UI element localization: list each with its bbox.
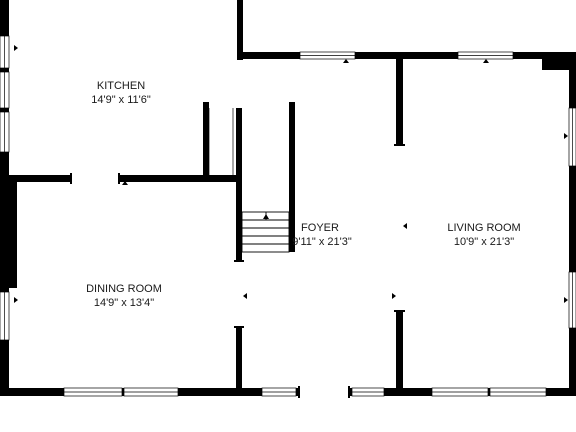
kitchen-dining-opening	[72, 175, 118, 182]
door-tick	[394, 144, 405, 146]
kitchen-name: KITCHEN	[97, 80, 145, 92]
kitchen-foyer-opening	[237, 60, 243, 104]
door-tick	[70, 173, 72, 184]
stair-arrow-icon	[263, 214, 269, 219]
dining-east-wall	[236, 104, 242, 396]
kitchen-dimensions: 14'9" x 11'6"	[91, 94, 151, 106]
door-tick	[234, 326, 244, 328]
closet-opening	[209, 102, 289, 108]
walls	[0, 0, 576, 396]
foyer-living-opening	[396, 146, 403, 310]
living-room-name: LIVING ROOM	[447, 222, 520, 234]
living-room-dimensions: 10'9" x 21'3"	[454, 236, 514, 248]
door-tick	[394, 310, 405, 312]
door-tick	[348, 386, 350, 398]
dining-foyer-opening	[236, 262, 242, 326]
stair-east-wall	[289, 102, 295, 252]
front-door-opening	[300, 388, 348, 396]
foyer-name: FOYER	[301, 222, 339, 234]
dining-room-name: DINING ROOM	[86, 283, 162, 295]
door-openings	[70, 60, 405, 398]
north-exterior-wall	[237, 52, 576, 59]
door-tick	[118, 173, 120, 184]
closet-frame	[208, 108, 234, 175]
living-corner-block	[542, 52, 576, 70]
door-tick	[298, 386, 300, 398]
door-tick	[234, 260, 244, 262]
windows	[0, 35, 576, 397]
kitchen-east-wall	[237, 0, 243, 60]
opening-carets	[14, 45, 568, 303]
staircase	[241, 211, 290, 253]
dining-room-dimensions: 14'9" x 13'4"	[94, 297, 154, 309]
east-exterior-wall	[569, 52, 576, 396]
west-wall-bump	[0, 178, 17, 288]
room-labels: KITCHEN 14'9" x 11'6" DINING ROOM 14'9" …	[86, 80, 521, 309]
foyer-dimensions: 9'11" x 21'3"	[292, 236, 352, 248]
closet-west-wall	[203, 102, 209, 178]
kitchen-dining-wall	[9, 175, 238, 182]
